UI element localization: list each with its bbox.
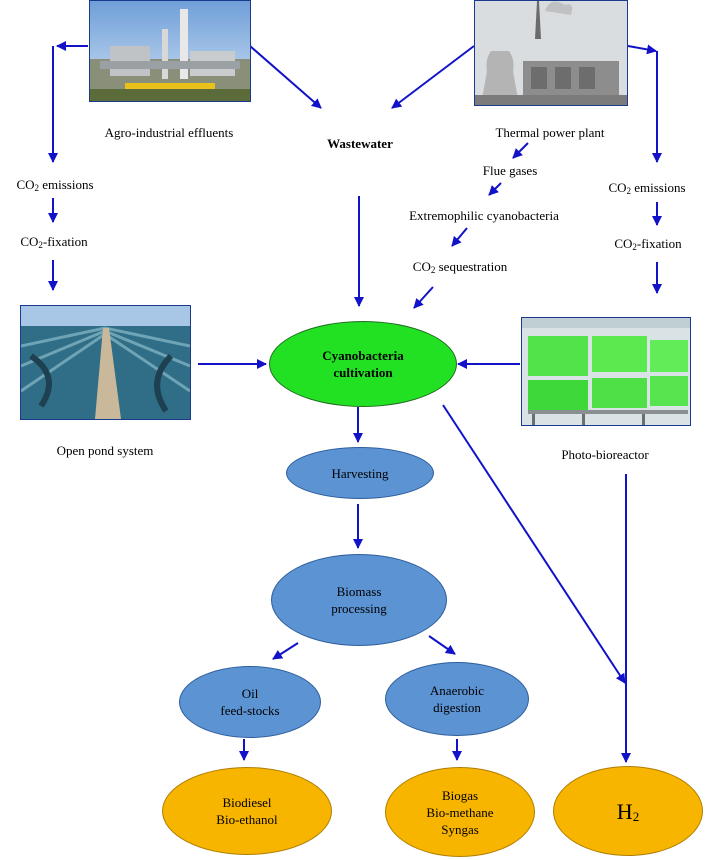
co2-sequestration-label: CO2 sequestration: [412, 259, 508, 275]
biogas-line-3: Syngas: [441, 821, 479, 837]
wastewater-label: Wastewater: [327, 136, 393, 151]
harvesting-text: Harvesting: [331, 465, 389, 481]
left-co2-emissions-label: CO2 emissions: [16, 177, 94, 193]
biogas-line-2: Bio-methane: [426, 804, 494, 820]
biomass-line-1: Biomass: [336, 584, 382, 599]
photo-bioreactor-label: Photo-bioreactor: [561, 447, 649, 462]
cyanobacteria-cultivation-node: Cyanobacteria cultivation: [269, 321, 457, 407]
left-co2-fixation-label: CO2-fixation: [20, 234, 88, 250]
oil-line-1: Oil: [241, 686, 259, 701]
harvesting-node: Harvesting: [286, 447, 434, 499]
right-co2-fixation-label: CO2-fixation: [614, 236, 682, 252]
anaerobic-digestion-node: Anaerobic digestion: [385, 662, 529, 736]
photo-bioreactor-photo: [521, 317, 691, 426]
cultivation-line-1: Cyanobacteria: [322, 348, 404, 363]
cultivation-line-2: cultivation: [333, 365, 393, 380]
arrow-thermal-to-flue: [512, 142, 529, 159]
arrow-cultivation-to-h2: [442, 404, 626, 684]
arrow-thermal-to-wastewater: [391, 45, 475, 109]
biomass-processing-node: Biomass processing: [271, 554, 447, 646]
right-co2-emissions-label: CO2 emissions: [608, 180, 686, 196]
thermal-plant-label: Thermal power plant: [495, 125, 605, 140]
anaerobic-line-2: digestion: [433, 700, 481, 715]
agro-industrial-label: Agro-industrial effluents: [104, 125, 234, 140]
thermal-plant-photo: [474, 0, 628, 106]
open-pond-label: Open pond system: [56, 443, 154, 458]
agro-industrial-photo: [89, 0, 251, 102]
arrow-thermal-right: [627, 44, 657, 55]
biofuel-line-2: Bio-ethanol: [216, 812, 278, 827]
arrow-biomass-to-oil: [272, 642, 299, 660]
arrow-extremo-to-seq: [451, 227, 468, 247]
anaerobic-line-1: Anaerobic: [429, 683, 485, 698]
biofuel-line-1: Biodiesel: [222, 795, 272, 810]
biogas-node: Biogas Bio-methane Syngas: [385, 767, 535, 857]
arrow-flue-to-extremo: [488, 182, 502, 196]
oil-feedstocks-node: Oil feed-stocks: [179, 666, 321, 738]
hydrogen-text: H2: [616, 798, 640, 824]
biomass-line-2: processing: [331, 601, 387, 616]
open-pond-photo: [20, 305, 191, 420]
arrow-agro-to-wastewater: [249, 45, 322, 109]
biodiesel-bioethanol-node: Biodiesel Bio-ethanol: [162, 767, 332, 855]
arrow-biomass-to-anaerobic: [428, 635, 456, 655]
oil-line-2: feed-stocks: [220, 703, 280, 718]
flue-gases-label: Flue gases: [482, 163, 538, 178]
extremophilic-cyanobacteria-label: Extremophilic cyanobacteria: [409, 208, 559, 223]
hydrogen-node: H2: [553, 766, 703, 856]
arrow-seq-to-cultivation: [413, 286, 434, 309]
biogas-line-1: Biogas: [441, 787, 479, 803]
